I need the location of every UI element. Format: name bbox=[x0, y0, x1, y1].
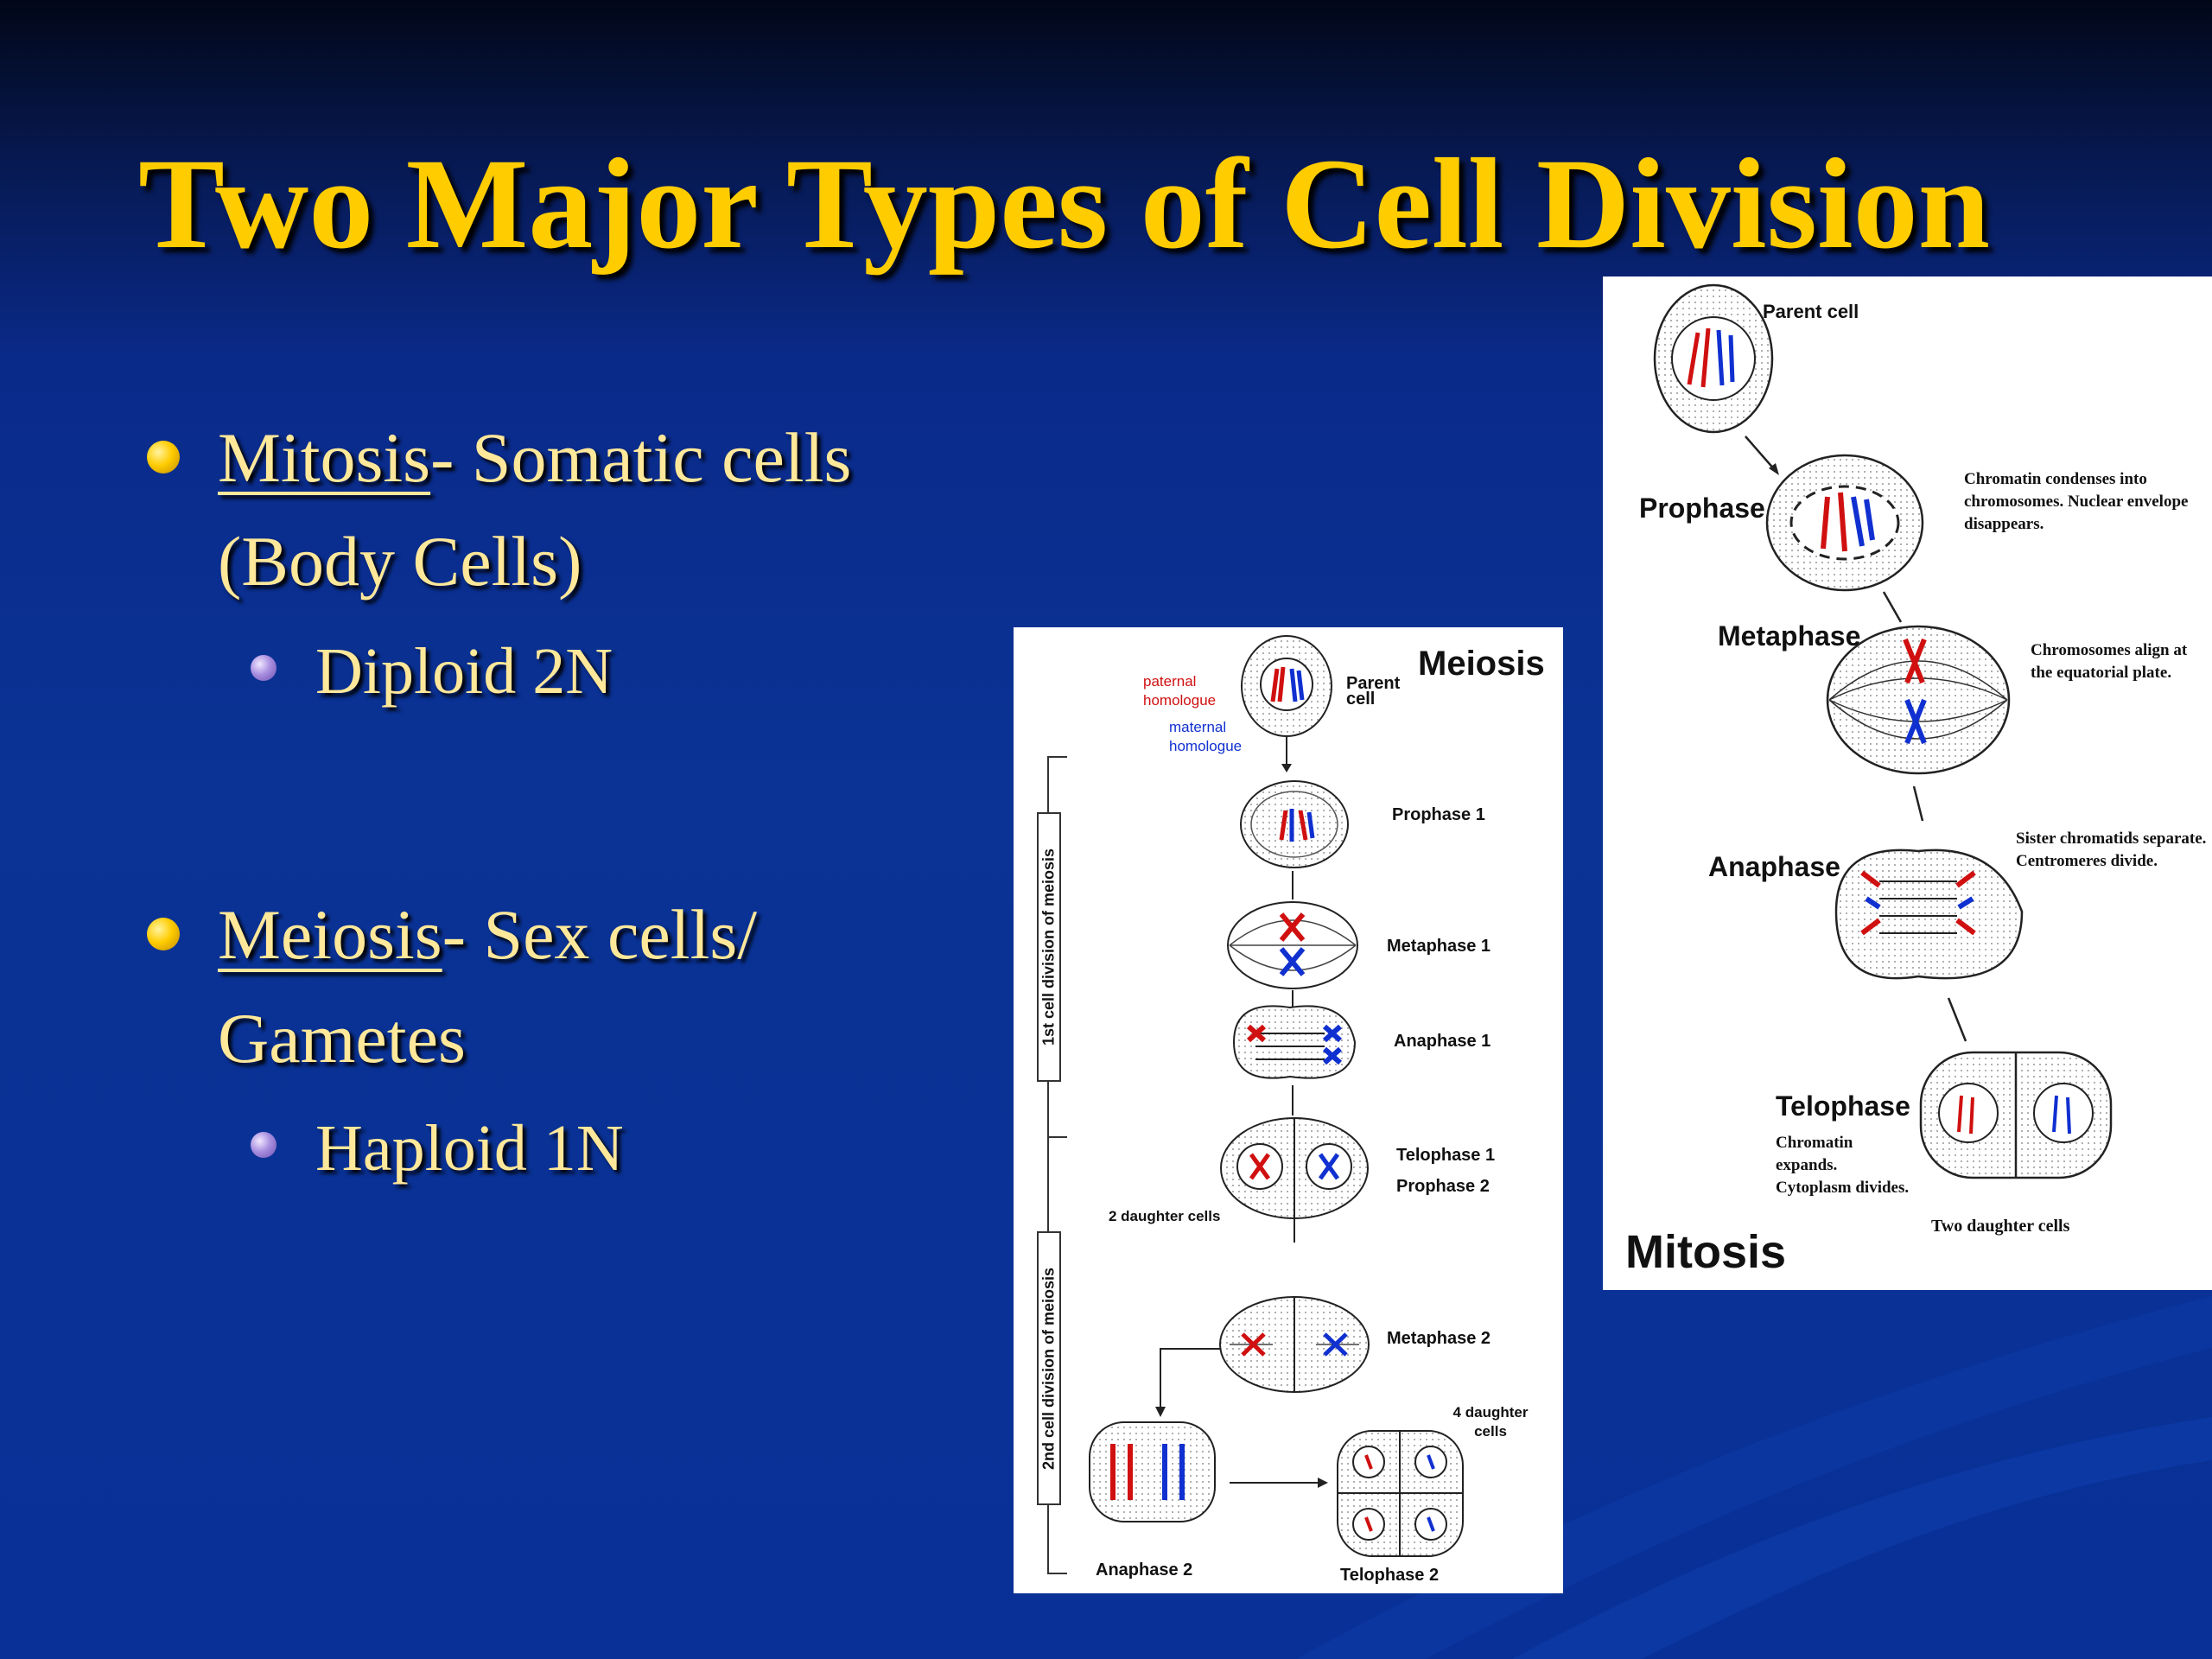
meiosis-desc: - Sex cells/ bbox=[442, 895, 758, 974]
metaphase1-label: Metaphase 1 bbox=[1387, 937, 1491, 956]
mitosis-desc: - Somatic cells bbox=[430, 418, 852, 497]
meiosis-desc-line2: Gametes bbox=[218, 999, 466, 1077]
mitosis-desc-line2: (Body Cells) bbox=[218, 522, 582, 601]
mitosis-parent-label: Parent cell bbox=[1763, 301, 1859, 322]
metaphase2-label: Metaphase 2 bbox=[1387, 1329, 1491, 1348]
paternal-label: paternal homologue bbox=[1143, 673, 1217, 709]
maternal-label: maternal homologue bbox=[1169, 719, 1243, 754]
prophase-note: Chromatin condenses into chromosomes. Nu… bbox=[1964, 470, 2189, 533]
meiosis-diagram: Meiosis Parent cell paternal homologue m… bbox=[1014, 627, 1563, 1593]
sub-bullet-icon bbox=[251, 1132, 276, 1158]
meiosis-parent-label: Parent cell bbox=[1346, 674, 1401, 709]
metaphase-note: Chromosomes align at the equatorial plat… bbox=[2031, 641, 2188, 682]
bullet-list: Mitosis- Somatic cells (Body Cells) Dipl… bbox=[138, 406, 1002, 1196]
anaphase1-label: Anaphase 1 bbox=[1394, 1032, 1491, 1051]
meiosis-heading: Meiosis bbox=[1418, 645, 1545, 683]
term-mitosis: Mitosis bbox=[218, 418, 431, 497]
meiosis-illustration bbox=[1037, 635, 1464, 1574]
bullet-icon bbox=[147, 918, 180, 950]
slide-title: Two Major Types of Cell Division bbox=[138, 132, 1991, 276]
four-daughter-label: 4 daughter cells bbox=[1452, 1404, 1529, 1440]
sub-bullet-icon bbox=[251, 655, 276, 681]
mitosis-heading: Mitosis bbox=[1625, 1226, 1787, 1278]
prophase-label: Prophase bbox=[1639, 493, 1765, 524]
telophase-note: Chromatin expands. Cytoplasm divides. bbox=[1776, 1134, 1910, 1197]
mitosis-two-daughter-label: Two daughter cells bbox=[1931, 1217, 2070, 1236]
mitosis-illustration bbox=[1653, 283, 2113, 1179]
sub-bullet-haploid: Haploid 1N bbox=[138, 1101, 1002, 1196]
bullet-meiosis: Meiosis- Sex cells/ Gametes bbox=[138, 883, 1002, 1090]
metaphase-label: Metaphase bbox=[1718, 620, 1861, 652]
prophase1-label: Prophase 1 bbox=[1392, 805, 1485, 824]
first-division-label: 1st cell division of meiosis bbox=[1039, 848, 1058, 1046]
telophase-label: Telophase bbox=[1776, 1090, 1910, 1122]
haploid-text: Haploid 1N bbox=[315, 1112, 624, 1185]
bullet-mitosis: Mitosis- Somatic cells (Body Cells) bbox=[138, 406, 1002, 613]
telophase2-label: Telophase 2 bbox=[1340, 1566, 1440, 1585]
telophase1-label: Telophase 1 bbox=[1396, 1146, 1496, 1165]
bullet-icon bbox=[147, 441, 180, 474]
anaphase2-label: Anaphase 2 bbox=[1096, 1560, 1193, 1580]
prophase2-label: Prophase 2 bbox=[1396, 1177, 1490, 1196]
term-meiosis: Meiosis bbox=[218, 895, 442, 974]
anaphase-label: Anaphase bbox=[1708, 851, 1840, 882]
anaphase-note: Sister chromatids separate. Centromeres … bbox=[2016, 830, 2207, 870]
sub-bullet-diploid: Diploid 2N bbox=[138, 624, 1002, 719]
diploid-text: Diploid 2N bbox=[315, 635, 613, 708]
second-division-label: 2nd cell division of meiosis bbox=[1039, 1267, 1058, 1471]
meiosis-two-daughter-label: 2 daughter cells bbox=[1109, 1208, 1221, 1224]
mitosis-diagram: Parent cell Prophase Chromatin condenses… bbox=[1603, 276, 2212, 1290]
